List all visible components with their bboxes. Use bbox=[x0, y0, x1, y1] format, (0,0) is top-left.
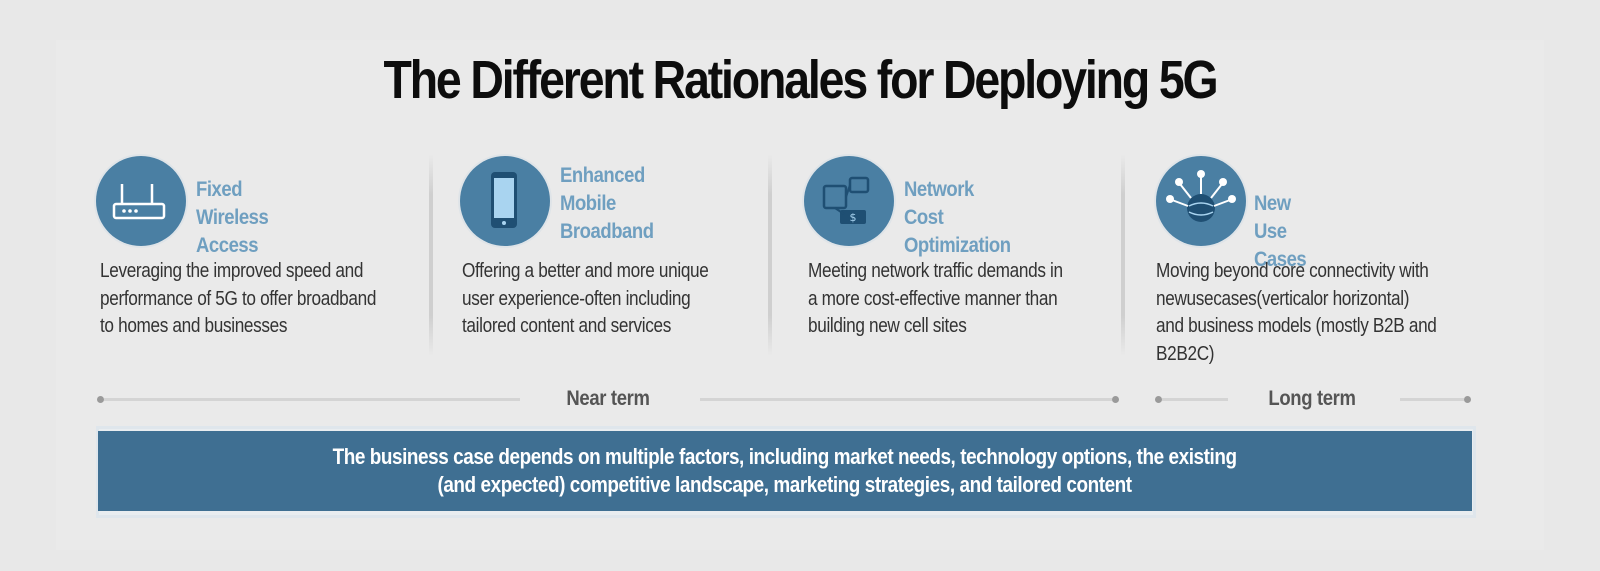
page-title: The Different Rationales for Deploying 5… bbox=[383, 50, 1218, 110]
long-term-start-dot bbox=[1155, 396, 1162, 403]
long-term-label: Long term bbox=[1268, 387, 1356, 410]
timeline-start-dot bbox=[97, 396, 104, 403]
rationale-heading: Network Cost Optimization bbox=[904, 178, 1011, 257]
rationale-description: Meeting network traffic demands in a mor… bbox=[808, 260, 1063, 337]
rationale-description: Moving beyond core connectivity with new… bbox=[1156, 260, 1437, 365]
long-term-end-dot bbox=[1464, 396, 1471, 403]
rationale-description: Offering a better and more unique user e… bbox=[462, 260, 709, 337]
column-divider bbox=[768, 154, 772, 356]
long-term-line-left bbox=[1162, 398, 1228, 401]
long-term-line-right bbox=[1400, 398, 1464, 401]
column-divider bbox=[429, 154, 433, 356]
rationale-heading: New Use Cases bbox=[1254, 192, 1307, 271]
near-term-end-dot bbox=[1112, 396, 1119, 403]
connected-globe-icon bbox=[1156, 156, 1246, 246]
smartphone-icon bbox=[460, 156, 550, 246]
near-term-line-right bbox=[700, 398, 1112, 401]
banner-text: The business case depends on multiple fa… bbox=[333, 444, 1237, 497]
rationale-heading: Enhanced Mobile Broadband bbox=[560, 164, 654, 243]
column-divider bbox=[1121, 154, 1125, 356]
near-term-line-left bbox=[104, 398, 520, 401]
network-cost-icon: $ bbox=[804, 156, 894, 246]
svg-text:$: $ bbox=[850, 211, 857, 224]
business-case-banner: The business case depends on multiple fa… bbox=[98, 431, 1472, 511]
near-term-label: Near term bbox=[566, 387, 650, 410]
router-icon bbox=[96, 156, 186, 246]
rationale-heading: Fixed Wireless Access bbox=[196, 178, 269, 257]
rationale-description: Leveraging the improved speed and perfor… bbox=[100, 260, 377, 337]
